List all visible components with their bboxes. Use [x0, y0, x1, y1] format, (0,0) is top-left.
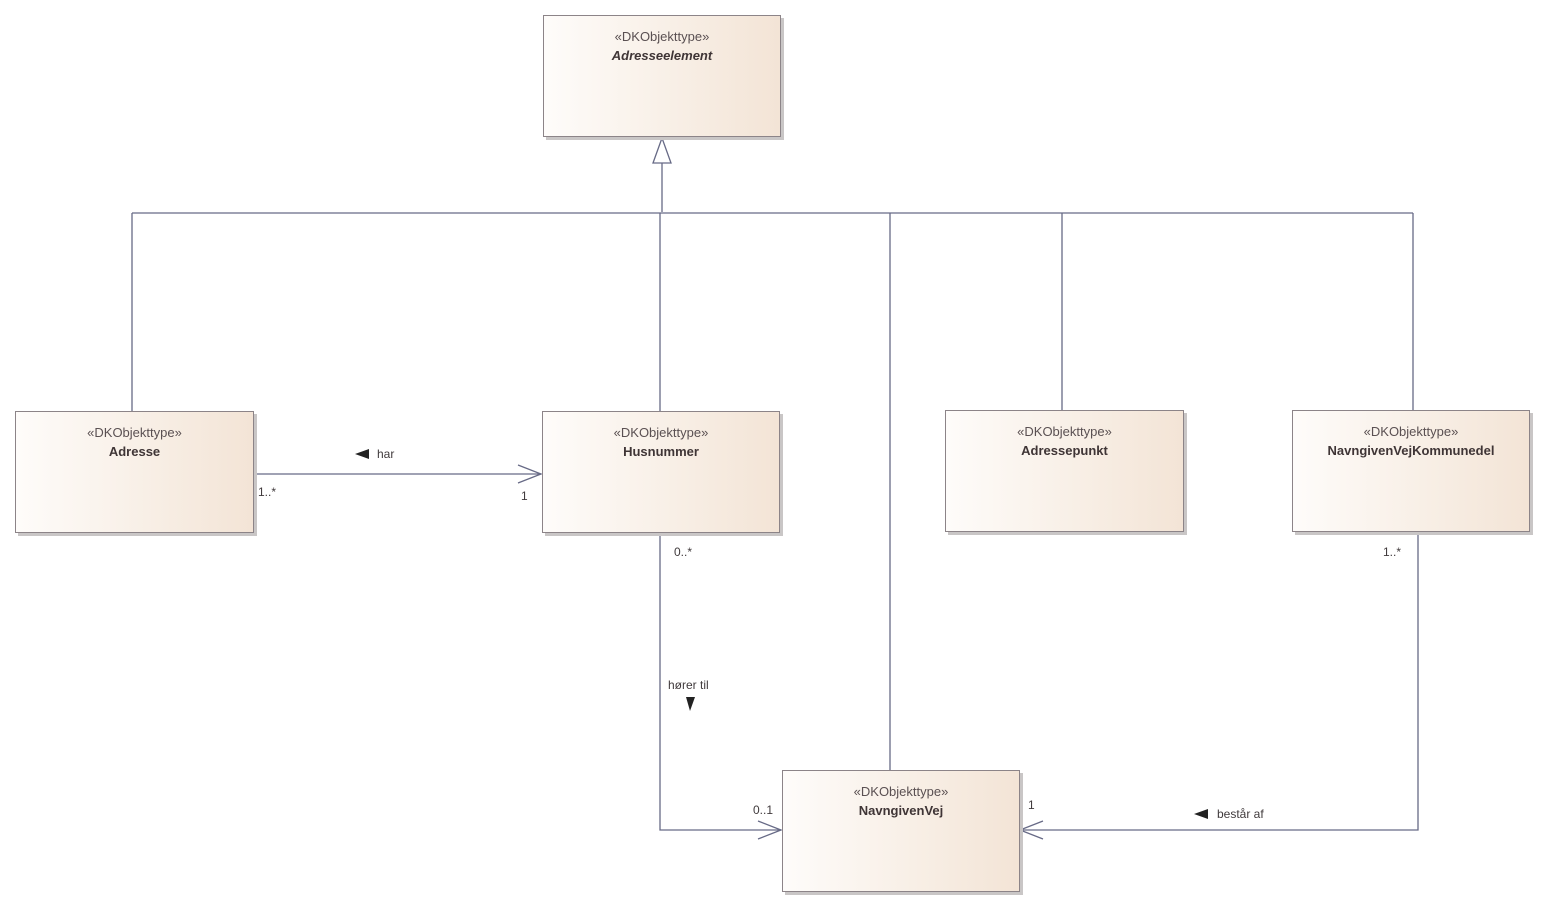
- association-bestar-af-target-multiplicity: 1: [1028, 798, 1035, 812]
- association-horer-til-target-multiplicity: 0..1: [753, 803, 774, 817]
- association-bestar-af-direction-icon: [1194, 809, 1208, 819]
- class-husnummer-stereotype: «DKObjekttype»: [613, 425, 709, 440]
- association-har-target-multiplicity: 1: [521, 489, 528, 503]
- class-navngivenvej[interactable]: «DKObjekttype» NavngivenVej: [782, 770, 1020, 892]
- class-navngivenvejkommunedel-name: NavngivenVejKommunedel: [1327, 443, 1495, 458]
- association-bestar-af-label: består af: [1217, 807, 1264, 821]
- association-bestar-af-arrowhead: [1018, 820, 1044, 840]
- association-bestar-af[interactable]: [1020, 533, 1419, 831]
- class-adressepunkt-stereotype: «DKObjekttype»: [1017, 424, 1112, 439]
- class-adresseelement[interactable]: «DKObjekttype» Adresseelement: [543, 15, 781, 137]
- class-husnummer-name: Husnummer: [623, 444, 699, 459]
- class-adresse-stereotype: «DKObjekttype»: [87, 425, 182, 440]
- association-har-arrowhead: [517, 464, 543, 484]
- association-har-source-multiplicity: 1..*: [258, 485, 277, 499]
- class-adressepunkt[interactable]: «DKObjekttype» Adressepunkt: [945, 410, 1184, 532]
- class-navngivenvej-stereotype: «DKObjekttype»: [853, 784, 949, 799]
- class-adresse-name: Adresse: [108, 444, 161, 459]
- generalization-arrowhead: [652, 136, 672, 164]
- association-har-direction-icon: [355, 449, 369, 459]
- class-navngivenvejkommunedel-stereotype: «DKObjekttype»: [1363, 424, 1459, 439]
- class-adresseelement-name: Adresseelement: [611, 48, 713, 63]
- class-adressepunkt-name: Adressepunkt: [1021, 443, 1108, 458]
- class-adresseelement-stereotype: «DKObjekttype»: [614, 29, 710, 44]
- association-horer-til-source-multiplicity: 0..*: [674, 545, 693, 559]
- class-navngivenvejkommunedel[interactable]: «DKObjekttype» NavngivenVejKommunedel: [1292, 410, 1530, 532]
- association-horer-til[interactable]: [659, 534, 781, 831]
- class-navngivenvej-name: NavngivenVej: [858, 803, 944, 818]
- association-bestar-af-source-multiplicity: 1..*: [1383, 545, 1402, 559]
- association-horer-til-arrowhead: [757, 820, 783, 840]
- class-adresse[interactable]: «DKObjekttype» Adresse: [15, 411, 254, 533]
- class-husnummer[interactable]: «DKObjekttype» Husnummer: [542, 411, 780, 533]
- association-horer-til-label: hører til: [668, 678, 709, 692]
- association-har-label: har: [377, 447, 395, 461]
- association-horer-til-direction-icon: [686, 697, 695, 711]
